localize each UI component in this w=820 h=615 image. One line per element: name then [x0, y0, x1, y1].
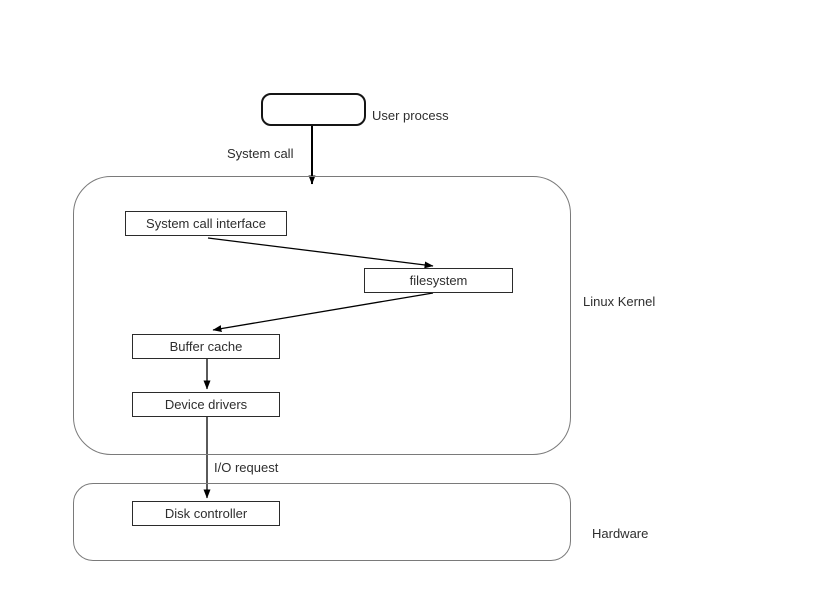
- disk-controller-box: Disk controller: [132, 501, 280, 526]
- linux-kernel-container: [73, 176, 571, 455]
- buffer-cache-box: Buffer cache: [132, 334, 280, 359]
- hardware-container: [73, 483, 571, 561]
- system-call-label: System call: [227, 146, 294, 161]
- filesystem-box: filesystem: [364, 268, 513, 293]
- user-process-label: User process: [372, 108, 449, 123]
- linux-kernel-label: Linux Kernel: [583, 294, 656, 309]
- user-process-node: [261, 93, 366, 126]
- system-call-interface-box: System call interface: [125, 211, 287, 236]
- hardware-label: Hardware: [592, 526, 649, 541]
- device-drivers-box: Device drivers: [132, 392, 280, 417]
- io-request-label: I/O request: [214, 460, 279, 475]
